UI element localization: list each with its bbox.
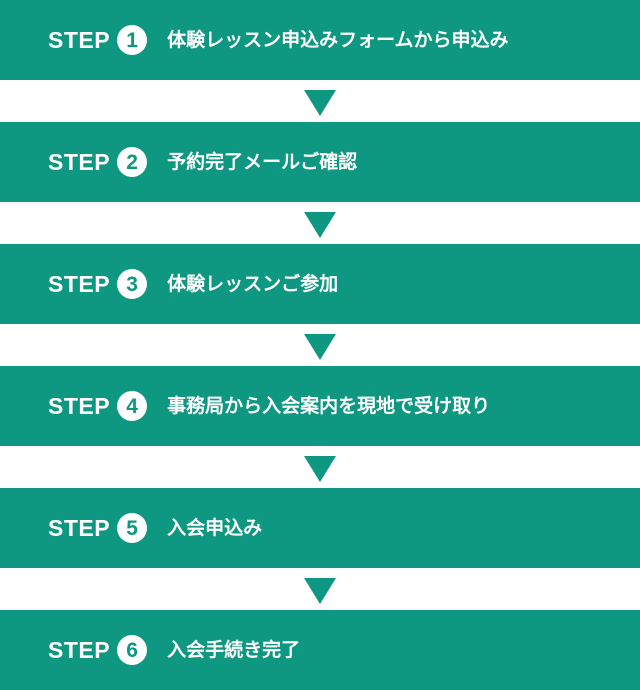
step-number-badge: 6: [117, 635, 148, 665]
step-number-badge: 3: [117, 269, 148, 299]
step-description: 体験レッスン申込みフォームから申込み: [167, 28, 509, 51]
down-triangle-icon: [304, 90, 336, 116]
step-number-badge: 4: [117, 391, 148, 421]
step-description: 予約完了メールご確認: [167, 150, 358, 173]
step-6: STEP 6 入会手続き完了: [0, 610, 640, 690]
step-number-badge: 1: [117, 25, 148, 55]
down-triangle-icon: [304, 334, 336, 360]
step-description: 入会手続き完了: [167, 638, 301, 661]
step-2: STEP 2 予約完了メールご確認: [0, 122, 640, 202]
down-triangle-icon: [304, 212, 336, 238]
step-4: STEP 4 事務局から入会案内を現地で受け取り: [0, 366, 640, 446]
down-triangle-icon: [304, 456, 336, 482]
step-number-badge: 5: [117, 513, 148, 543]
step-label: STEP: [48, 270, 111, 297]
step-description: 体験レッスンご参加: [167, 272, 339, 295]
step-1: STEP 1 体験レッスン申込みフォームから申込み: [0, 0, 640, 80]
step-5: STEP 5 入会申込み: [0, 488, 640, 568]
step-description: 事務局から入会案内を現地で受け取り: [167, 394, 491, 417]
step-label: STEP: [48, 26, 111, 53]
step-label: STEP: [48, 636, 111, 663]
step-description: 入会申込み: [167, 516, 263, 539]
step-label: STEP: [48, 392, 111, 419]
step-label: STEP: [48, 148, 111, 175]
step-3: STEP 3 体験レッスンご参加: [0, 244, 640, 324]
step-label: STEP: [48, 514, 111, 541]
down-triangle-icon: [304, 578, 336, 604]
step-number-badge: 2: [117, 147, 148, 177]
